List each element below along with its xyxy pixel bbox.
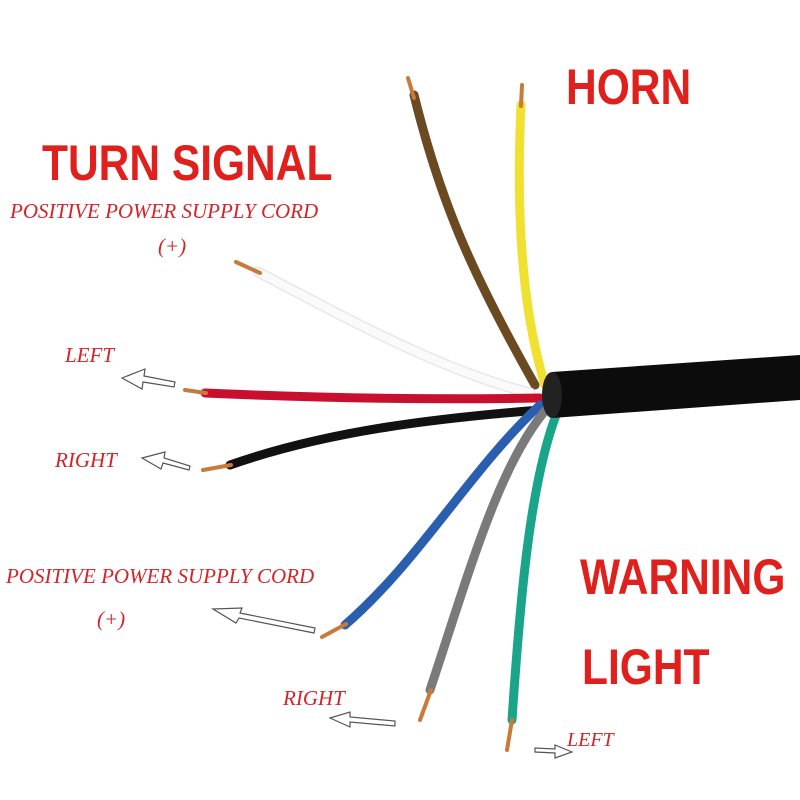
wire-black [225,405,545,470]
arrow-left-bottom [534,744,574,759]
arrow-positive-bottom [210,607,316,634]
label-left-bottom: LEFT [567,729,614,751]
label-light: LIGHT [582,639,710,695]
copper-tips [183,76,524,752]
arrow-left-top [120,368,176,390]
wire-gray [425,400,555,695]
cable-jacket [546,355,800,418]
label-left-top: LEFT [65,343,115,367]
arrows [120,368,574,759]
label-plus-bottom: (+) [97,607,126,631]
wire-white-fill [254,268,534,397]
arrow-right-bottom [328,711,396,728]
wire-yellow [514,100,550,390]
label-horn: HORN [566,59,692,115]
label-right-bottom: RIGHT [283,686,345,710]
label-turn-signal: TURN SIGNAL [42,135,333,191]
wire-red [200,388,545,404]
arrow-right-top [140,451,191,471]
label-positive-cord-top: POSITIVE POWER SUPPLY CORD [10,199,319,223]
wire-brown [409,90,540,390]
wire-green [507,405,563,725]
label-positive-cord-bottom: POSITIVE POWER SUPPLY CORD [6,564,315,588]
cable-end [542,372,562,418]
wire-blue [340,400,545,630]
label-right-top: RIGHT [55,448,117,472]
label-plus-top: (+) [158,234,187,258]
label-warning: WARNING [580,549,786,605]
